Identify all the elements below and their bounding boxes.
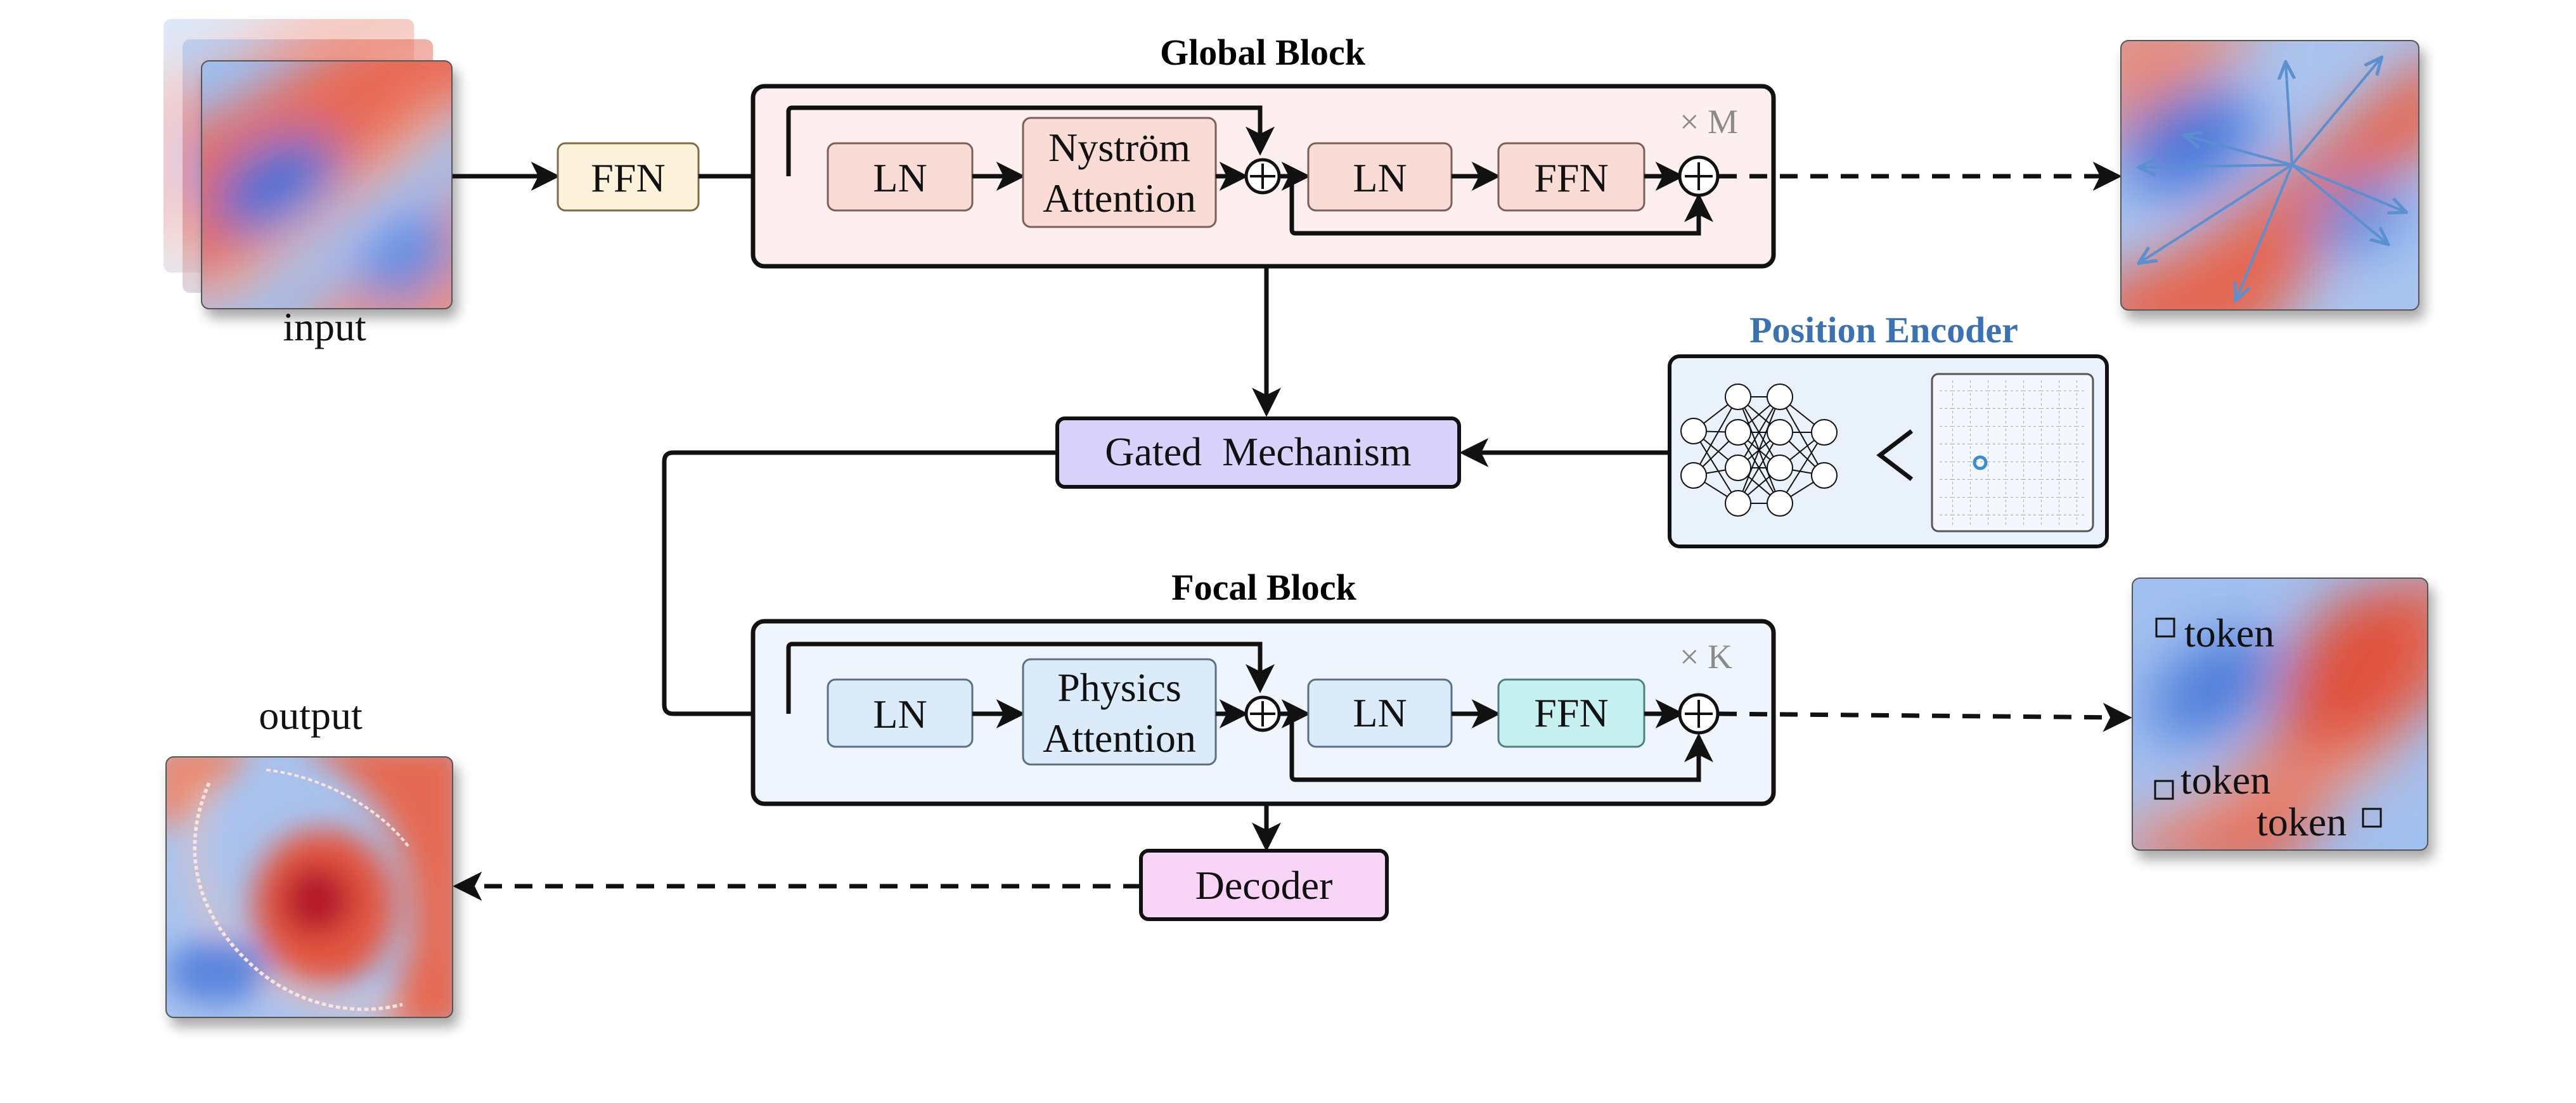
nystrom-attention-node [1022,117,1217,228]
global-attention-rays [2140,58,2405,299]
global-add-node-1 [1244,158,1281,195]
global-ln1-label: LN [873,155,927,200]
global-block-title: Global Block [1160,32,1366,73]
nystrom-attention-line2: Attention [1043,176,1196,221]
token-box-2 [2154,780,2174,800]
gated-mechanism-label: Gated Mechanism [1105,429,1411,474]
input-image-stack [126,0,453,309]
token-box-3 [2362,808,2382,828]
focal-add-node-1 [1244,695,1281,732]
arrow-gated-to-focal [662,450,1057,728]
global-residual-skip-2 [1289,176,1713,236]
coordinate-grid-icon [1931,373,2094,532]
global-ln2-label: LN [1353,155,1407,200]
focal-ffn-label: FFN [1534,690,1608,735]
token-field-image [2132,577,2428,851]
ffn-input-label: FFN [591,155,665,200]
token-label-1: token [2184,610,2274,655]
decoder-label: Decoder [1195,863,1333,908]
token-label-2: token [2180,758,2270,803]
physics-attention-line2: Attention [1043,716,1196,761]
token-box-1 [2155,617,2175,638]
global-add-node-2 [1678,155,1720,197]
physics-attention-line1: Physics [1057,665,1182,710]
global-repeat-label: × M [1680,103,1738,141]
focal-repeat-label: × K [1680,638,1732,676]
focal-residual-skip-2 [1289,714,1713,782]
focal-block-title: Focal Block [1171,567,1356,608]
focal-add-node-2 [1678,693,1720,735]
focal-ln2-label: LN [1353,690,1407,735]
output-image [165,756,453,1018]
arrow-focal-to-token-field [1718,702,2132,732]
global-ffn-label: FFN [1534,155,1608,200]
global-field-image [2120,40,2419,311]
focal-ln1-label: LN [873,692,927,737]
less-than-symbol [1876,429,1914,481]
focal-residual-skip-1 [786,642,1275,714]
input-label: input [283,304,366,349]
output-label: output [259,693,363,738]
mlp-network-icon [1680,384,1838,517]
nystrom-attention-line1: Nyström [1048,125,1190,170]
token-label-3: token [2257,799,2347,844]
position-encoder-title: Position Encoder [1749,309,2018,351]
global-residual-skip-1 [786,105,1275,176]
